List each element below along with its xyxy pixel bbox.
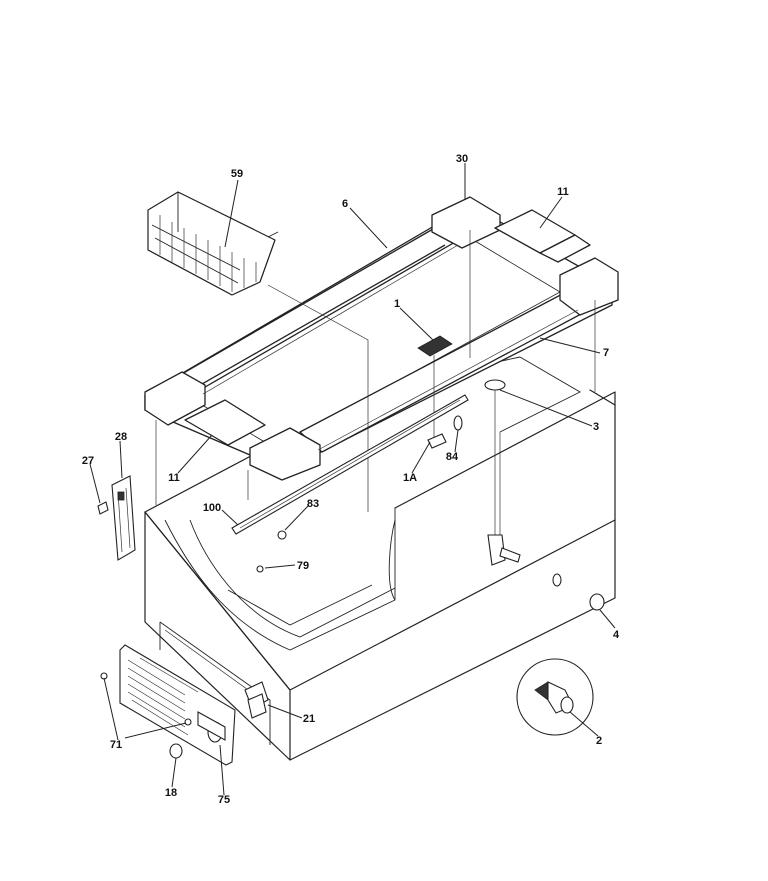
- label-28: 28: [115, 431, 127, 443]
- label-4: 4: [613, 629, 620, 641]
- label-11-left: 11: [168, 472, 180, 484]
- clip-79: [256, 565, 264, 573]
- label-27: 27: [82, 455, 94, 467]
- lid-gasket-frame: [144, 196, 619, 481]
- leader-lines: [89, 163, 616, 796]
- wire-basket: [147, 191, 279, 296]
- label-7: 7: [603, 347, 609, 359]
- part-labels: 30 59 6 11 1 7 3 28 27 11 1A 84 100 83 7…: [82, 153, 620, 806]
- label-6: 6: [342, 198, 348, 210]
- label-3: 3: [593, 421, 599, 433]
- label-1: 1: [394, 298, 400, 310]
- label-71: 71: [110, 739, 122, 751]
- drain-fitting-inset: [516, 658, 594, 736]
- front-grille: [100, 644, 236, 766]
- label-11-top: 11: [557, 186, 569, 198]
- drain-parts: [427, 379, 605, 611]
- label-84: 84: [446, 451, 459, 463]
- thermostat-control: [244, 681, 269, 719]
- hinge-assembly: [97, 475, 136, 561]
- label-18: 18: [165, 787, 177, 799]
- label-2: 2: [596, 735, 602, 747]
- label-30: 30: [456, 153, 468, 165]
- trim-strip: [231, 394, 469, 535]
- label-79: 79: [297, 560, 309, 572]
- label-75: 75: [218, 794, 230, 806]
- screw-83: [277, 530, 287, 540]
- label-59: 59: [231, 168, 243, 180]
- label-21: 21: [303, 713, 315, 725]
- label-83: 83: [307, 498, 319, 510]
- label-1a: 1A: [403, 472, 417, 484]
- label-100: 100: [203, 502, 221, 514]
